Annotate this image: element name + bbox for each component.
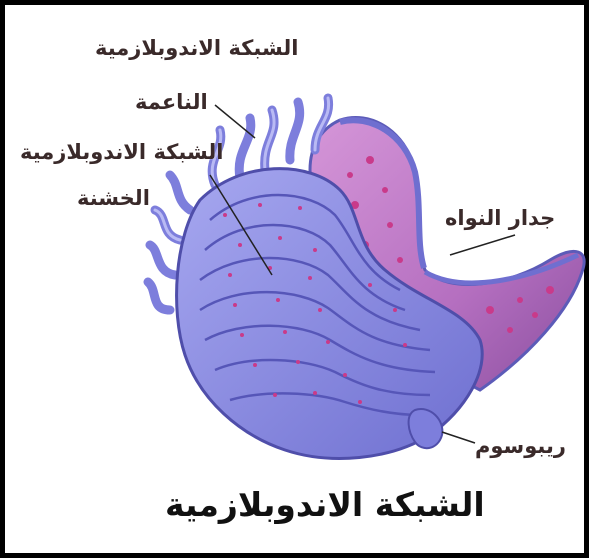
label-ribosome: ريبوسوم bbox=[475, 433, 566, 459]
label-smooth-er-line2: الناعمة bbox=[135, 89, 208, 115]
label-rough-er-line2: الخشنة bbox=[77, 185, 150, 211]
rough-er-shape bbox=[177, 169, 483, 459]
label-rough-er-line1: الشبكة الاندوبلازمية bbox=[20, 139, 223, 165]
er-illustration bbox=[10, 10, 589, 558]
diagram-title: الشبكة الاندوبلازمية bbox=[165, 485, 485, 525]
label-nuclear-envelope: جدار النواه bbox=[445, 205, 555, 231]
label-smooth-er-line1: الشبكة الاندوبلازمية bbox=[95, 35, 298, 61]
